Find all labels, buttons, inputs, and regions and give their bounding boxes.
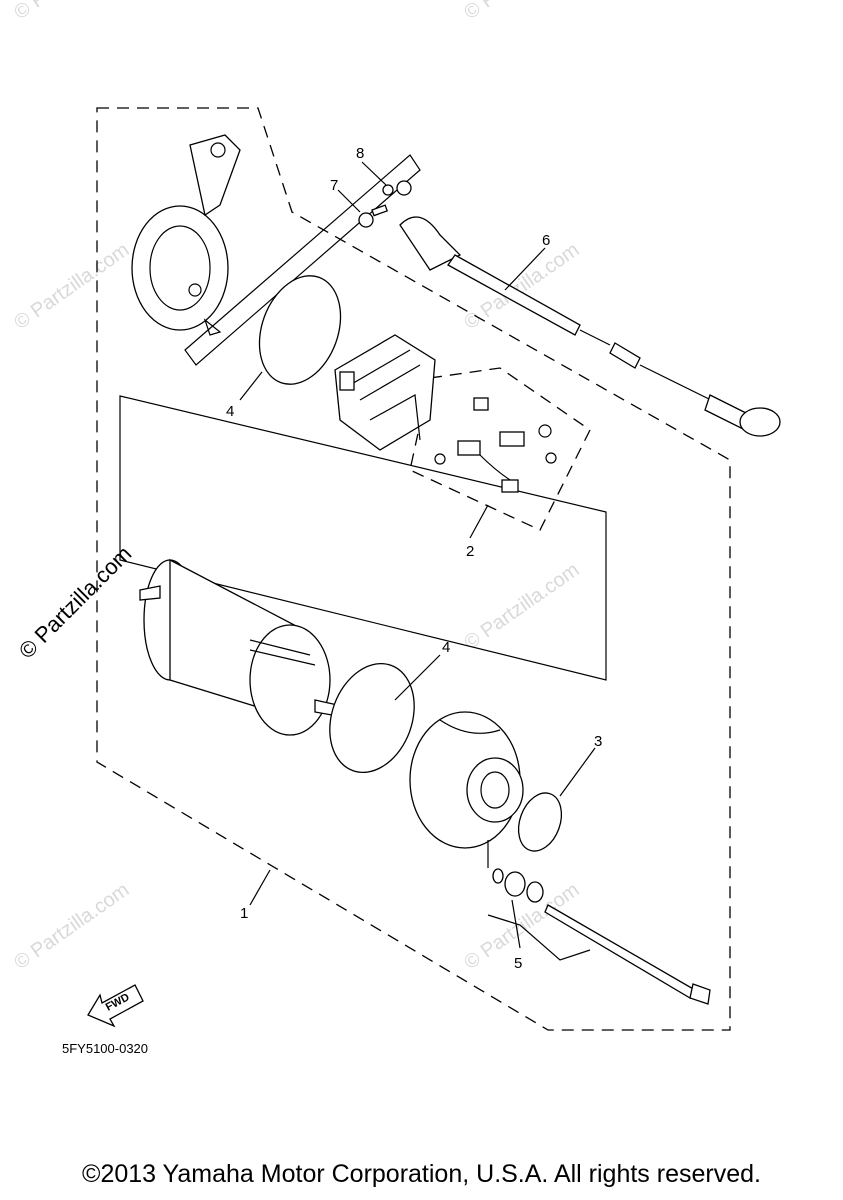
callout-1: 1 [240, 905, 248, 922]
fwd-arrow-icon: FWD [87, 984, 144, 1028]
watermark-top-right: © Partzilla.com [460, 0, 583, 24]
callout-2: 2 [466, 543, 474, 560]
o-ring-3 [517, 792, 563, 852]
assembly-boundary-dashed [96, 107, 731, 1031]
washer-8 [382, 184, 394, 196]
brush-set-box [409, 367, 591, 531]
armature-yoke [139, 558, 361, 736]
callout-3: 3 [594, 733, 602, 750]
diagram-code: 5FY5100-0320 [62, 1041, 148, 1056]
watermark-side: © Partzilla.com [14, 541, 137, 664]
watermark-mid-left: © Partzilla.com [10, 239, 133, 334]
lead-wire [396, 180, 781, 437]
callout-4-lower: 4 [442, 639, 450, 656]
bolt-set [492, 868, 711, 1005]
copyright-notice: ©2013 Yamaha Motor Corporation, U.S.A. A… [82, 1160, 761, 1188]
rear-cover [131, 134, 241, 336]
callout-6: 6 [542, 232, 550, 249]
front-cover [409, 711, 524, 849]
watermark-center-right: © Partzilla.com [460, 559, 583, 654]
watermark-bottom-left: © Partzilla.com [10, 879, 133, 974]
callout-4-upper: 4 [226, 403, 234, 420]
o-ring-upper [258, 275, 342, 385]
callout-8: 8 [356, 145, 364, 162]
brush-holder [334, 334, 436, 451]
leader-lines [239, 161, 596, 961]
screw-7 [358, 204, 389, 228]
callout-5: 5 [514, 955, 522, 972]
rear-cover-bracket-line [184, 154, 421, 366]
brush-set-parts [434, 397, 557, 493]
callout-7: 7 [330, 177, 338, 194]
watermark-top-left: © Partzilla.com [10, 0, 133, 24]
armature-group-box [119, 395, 607, 681]
o-ring-lower [329, 662, 415, 774]
